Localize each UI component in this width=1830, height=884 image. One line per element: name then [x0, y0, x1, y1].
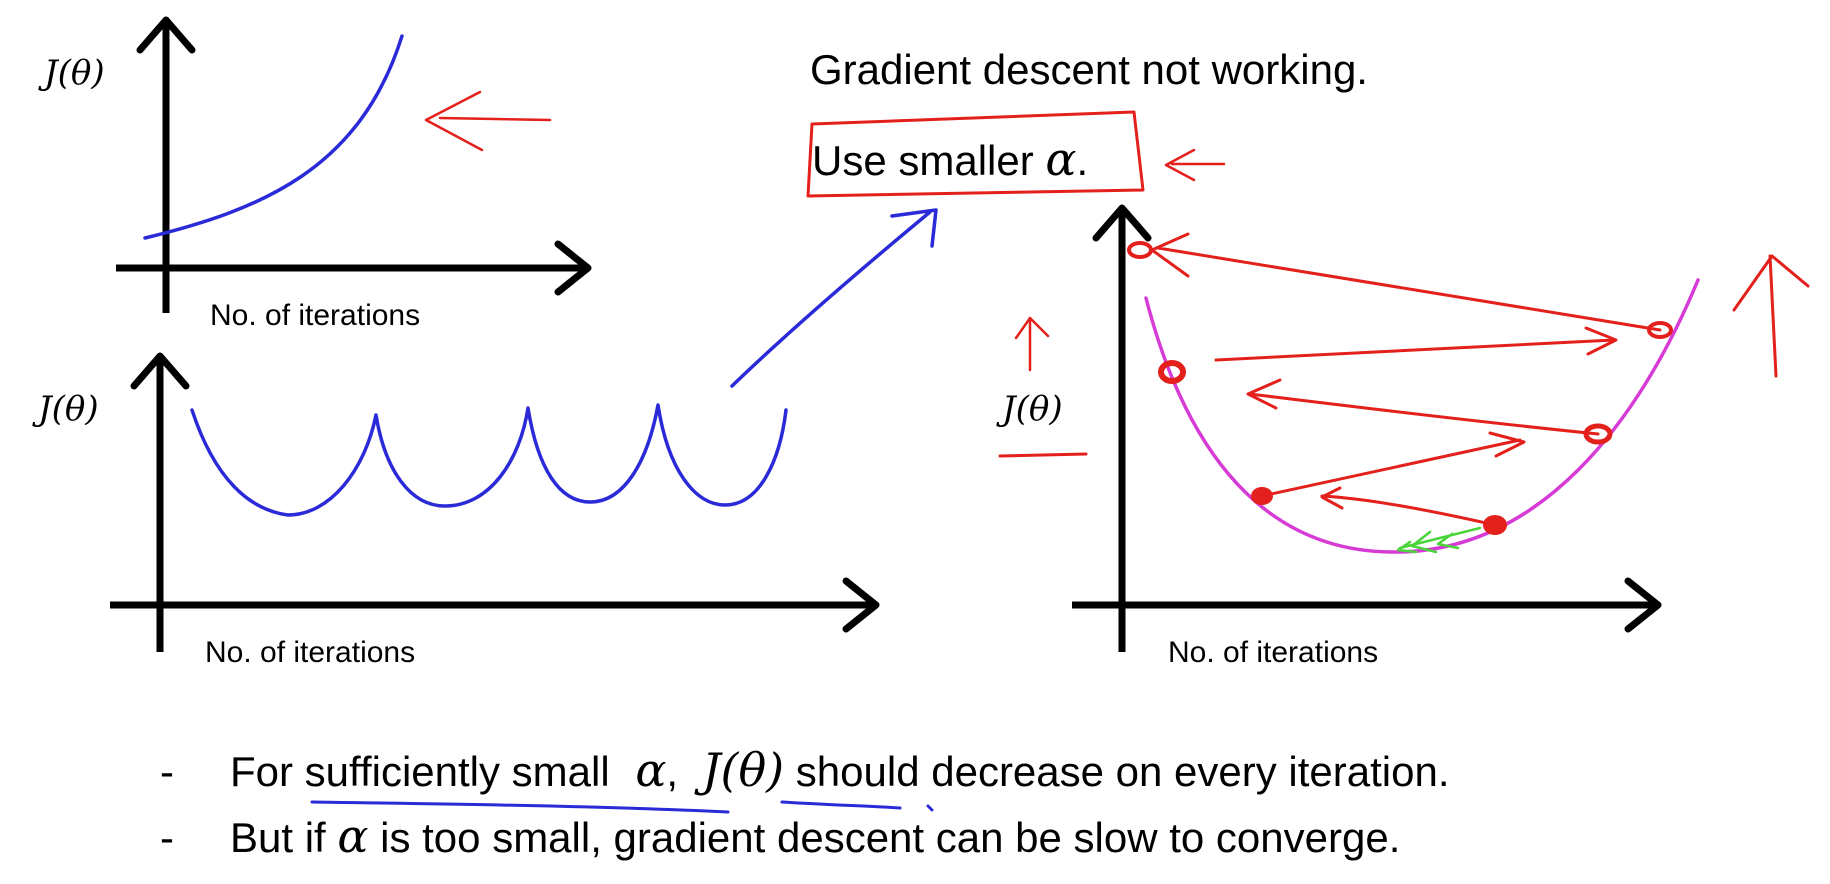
- advice-red-box: [806, 110, 1145, 198]
- bullet-1-alpha: α: [635, 743, 666, 797]
- blue-pointer-arrow: [730, 208, 938, 388]
- bullet-2-dash: -: [160, 814, 174, 861]
- right-plot: J(θ) No. of iterations: [996, 204, 1810, 669]
- bullet-2-line: But if α is too small, gradient descent …: [230, 809, 1400, 863]
- ylabel-red-up-arrow: [1014, 316, 1050, 372]
- top-left-plot: J(θ) No. of iterations: [38, 16, 592, 332]
- headline-block: Gradient descent not working. Use smalle…: [806, 46, 1368, 198]
- top-left-y-arrowhead: [136, 16, 196, 54]
- ylabel-red-underline: [998, 452, 1088, 458]
- bullet-2-alpha: α: [337, 809, 368, 863]
- step-point: [1583, 423, 1613, 445]
- bullet-1-space: [624, 748, 636, 795]
- top-left-diverging-curve: [143, 34, 404, 240]
- bullet-1-math: J(θ): [694, 743, 784, 797]
- bullet-1-prefix: For: [230, 748, 305, 795]
- bullet-list: - For sufficiently small α, J(θ) should d…: [160, 743, 1450, 863]
- step-point: [1647, 321, 1673, 339]
- divergence-steps: [1150, 232, 1662, 527]
- right-y-arrowhead: [1092, 204, 1152, 242]
- bullet-1: - For sufficiently small α, J(θ) should d…: [160, 743, 1450, 814]
- right-red-up-arrow: [1732, 254, 1810, 378]
- bottom-left-x-arrowhead: [842, 577, 880, 633]
- headline: Gradient descent not working.: [810, 46, 1368, 93]
- right-xlabel: No. of iterations: [1168, 636, 1378, 669]
- advice-alpha: α: [1045, 132, 1076, 186]
- bullet-1-suffix: should decrease on every iteration.: [784, 748, 1449, 795]
- bottom-left-xlabel: No. of iterations: [205, 636, 415, 669]
- step-point: [1127, 241, 1153, 259]
- bullet-1-comma: ,: [666, 748, 678, 795]
- converging-green-steps: [1396, 526, 1482, 554]
- j-theta-underline: [780, 800, 934, 812]
- right-x-arrowhead: [1624, 577, 1662, 633]
- step-point: [1483, 515, 1507, 535]
- step-point: [1251, 487, 1273, 505]
- top-left-red-arrow: [424, 90, 552, 152]
- top-left-xlabel: No. of iterations: [210, 299, 420, 332]
- bullet-2-suffix: is too small, gradient descent can be sl…: [368, 814, 1400, 861]
- advice-label: Use smaller: [812, 137, 1045, 184]
- bullet-1-underlined: sufficiently small: [305, 748, 610, 795]
- bottom-left-ylabel: J(θ): [32, 389, 99, 429]
- bottom-left-y-arrowhead: [130, 352, 190, 390]
- advice-red-arrow: [1164, 148, 1226, 182]
- top-left-ylabel: J(θ): [38, 53, 105, 93]
- bullet-2-prefix: But if: [230, 814, 337, 861]
- bullet-1-dash: -: [160, 748, 174, 795]
- right-ylabel: J(θ): [996, 389, 1063, 429]
- top-left-x-arrowhead: [554, 240, 592, 296]
- advice-text: Use smaller α.: [812, 132, 1088, 186]
- bullet-2: - But if α is too small, gradient descen…: [160, 809, 1400, 863]
- bottom-left-plot: J(θ) No. of iterations: [32, 208, 938, 669]
- bullet-1-line: For sufficiently small α, J(θ) should dec…: [230, 743, 1450, 797]
- step-point: [1158, 360, 1186, 384]
- bottom-left-oscillating-curve: [190, 403, 788, 517]
- cost-bowl-curve: [1144, 278, 1700, 554]
- sufficiently-small-underline: [310, 800, 730, 814]
- advice-period: .: [1076, 137, 1088, 184]
